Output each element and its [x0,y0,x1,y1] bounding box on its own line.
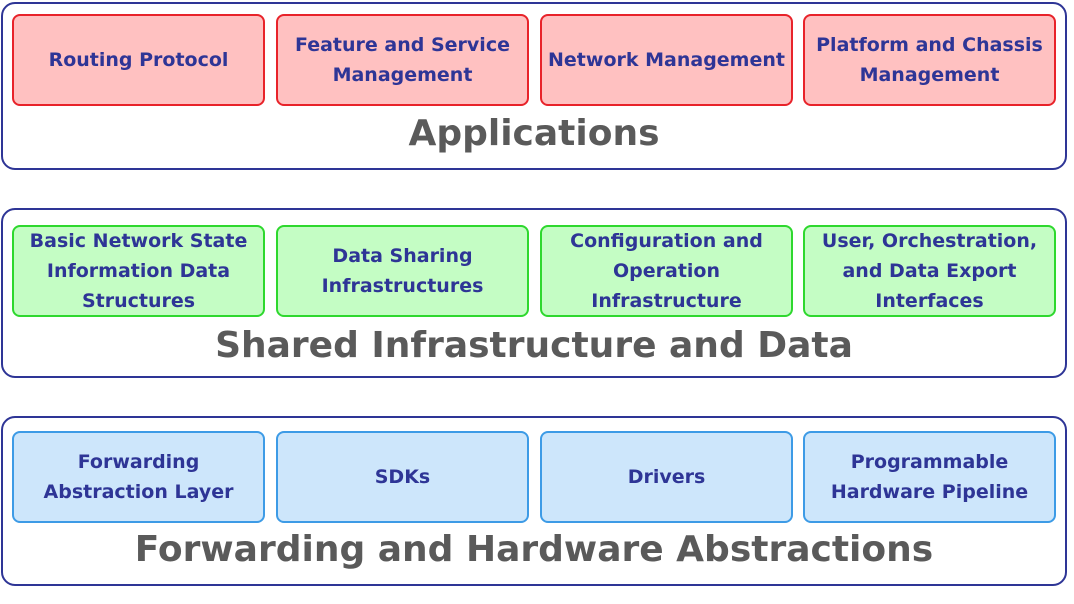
network-management-label: Network Management [548,49,785,71]
user-orchestration-export-box: User, Orchestration, and Data Export Int… [803,225,1056,317]
programmable-hardware-pipeline-label: Programmable Hardware Pipeline [830,451,1029,503]
configuration-operation-box: Configuration and Operation Infrastructu… [540,225,793,317]
user-orchestration-export-label: User, Orchestration, and Data Export Int… [821,230,1038,312]
forwarding-abstraction-box: Forwarding Abstraction Layer [12,431,265,523]
applications-layer-title: Applications [408,113,660,154]
configuration-operation-label: Configuration and Operation Infrastructu… [570,230,763,312]
forwarding-abstraction-label: Forwarding Abstraction Layer [43,451,234,503]
programmable-hardware-pipeline-box: Programmable Hardware Pipeline [803,431,1056,523]
applications-layer: Routing Protocol Feature and Service Man… [1,2,1067,170]
sdks-box: SDKs [276,431,529,523]
shared-infrastructure-layer: Basic Network State Information Data Str… [1,208,1067,378]
routing-protocol-label: Routing Protocol [48,49,229,71]
forwarding-hardware-layer-title: Forwarding and Hardware Abstractions [134,529,934,570]
platform-chassis-management-box: Platform and Chassis Management [803,14,1056,106]
feature-service-management-box: Feature and Service Management [276,14,529,106]
network-management-box: Network Management [540,14,793,106]
platform-chassis-management-label: Platform and Chassis Management [816,34,1043,86]
data-sharing-label: Data Sharing Infrastructures [321,245,484,297]
feature-service-management-label: Feature and Service Management [295,34,510,86]
data-sharing-box: Data Sharing Infrastructures [276,225,529,317]
forwarding-hardware-layer: Forwarding Abstraction Layer SDKs Driver… [1,416,1067,586]
shared-infrastructure-layer-title: Shared Infrastructure and Data [215,325,853,366]
drivers-label: Drivers [627,466,706,488]
sdks-label: SDKs [374,466,431,488]
basic-network-state-label: Basic Network State Information Data Str… [29,230,248,312]
drivers-box: Drivers [540,431,793,523]
routing-protocol-box: Routing Protocol [12,14,265,106]
basic-network-state-box: Basic Network State Information Data Str… [12,225,265,317]
